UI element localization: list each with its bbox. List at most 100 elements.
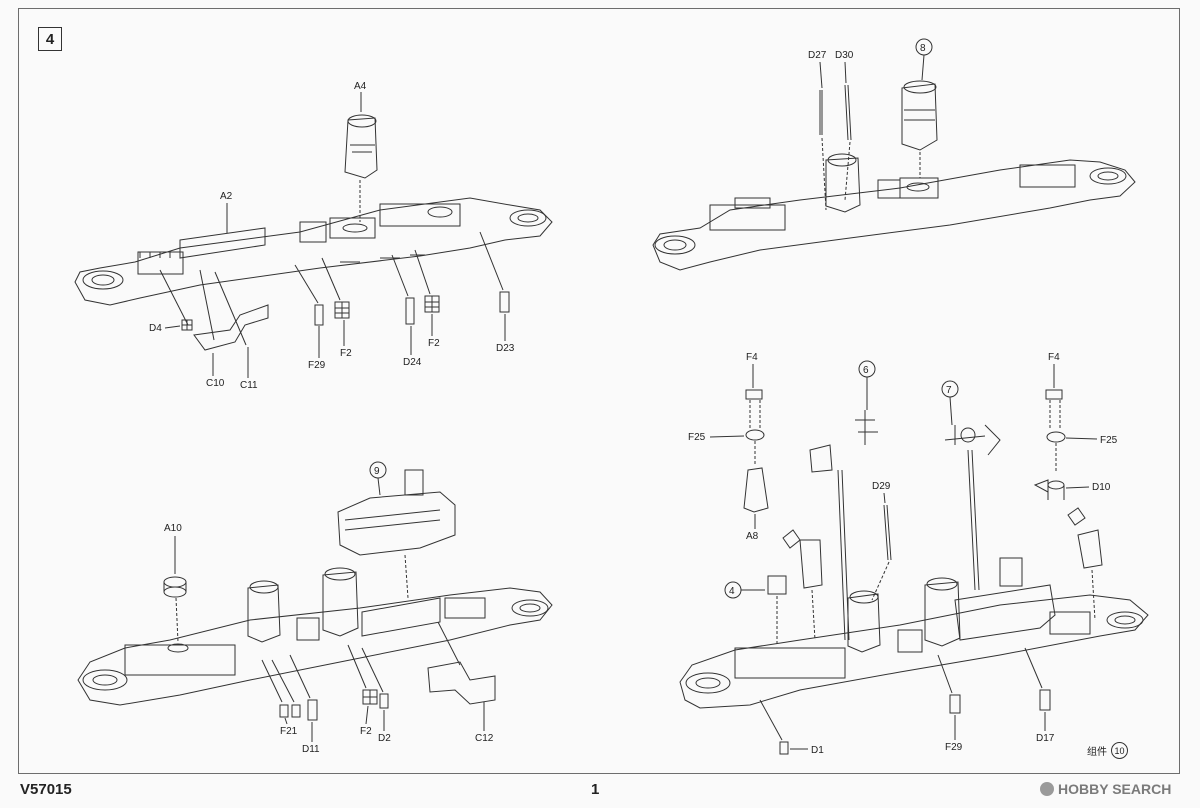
label-d11: D11	[302, 744, 320, 755]
hull-section	[679, 594, 1149, 709]
page-frame	[18, 8, 1180, 774]
part-d17	[1039, 689, 1051, 711]
part-c10-c11	[193, 304, 269, 351]
funnel-aft-opening	[906, 182, 930, 192]
label-d1: D1	[811, 745, 824, 756]
step-number: 4	[38, 27, 62, 51]
mount-ring-a10	[167, 643, 189, 653]
forward-superstructure	[124, 644, 236, 676]
part-f25-b	[1046, 431, 1066, 443]
funnel-aft-base	[899, 177, 939, 199]
aft-mast-yards	[944, 425, 986, 445]
label-f29: F29	[945, 742, 963, 753]
gun-mount-inner-left	[92, 674, 118, 686]
funnel-aft	[924, 581, 961, 647]
deckhouse	[296, 617, 320, 641]
gun-mount-inner-left	[663, 239, 687, 251]
part-a10-top	[163, 576, 187, 588]
panel-bottom-right: 6 7 D29 F4 F25 A8 4	[679, 352, 1149, 756]
leader-7	[949, 396, 953, 426]
leader-f2	[365, 705, 369, 725]
arrow-f2-b	[414, 249, 431, 295]
part-c12	[427, 661, 496, 705]
radar-dish	[809, 444, 833, 473]
arrow-d17	[1024, 647, 1043, 689]
part-f4-b	[1045, 389, 1063, 400]
funnel-forward	[847, 593, 881, 653]
aft-mast-antenna	[984, 424, 1001, 456]
part-a8	[743, 467, 769, 513]
callout-4-number: 4	[729, 586, 735, 597]
guide-d27	[821, 137, 827, 211]
gun-mount-ring-right	[511, 599, 549, 617]
aft-deck-platform	[361, 597, 441, 637]
arrow-d4	[159, 269, 189, 326]
part-d10-fin	[1033, 479, 1049, 493]
arrow-indicator-right	[1067, 507, 1086, 526]
bridge-deck	[379, 203, 461, 227]
arrow-f29	[937, 654, 953, 694]
part-d30	[844, 84, 852, 141]
arrow-f2	[347, 644, 367, 689]
part-a2-deck	[179, 227, 266, 259]
part-f2-b-grid	[425, 296, 439, 312]
guide-f4-b	[1049, 400, 1061, 428]
arrow-f29	[294, 264, 319, 304]
arrow-f21	[261, 659, 295, 703]
part-f21-b	[291, 704, 301, 718]
bridge-director	[999, 557, 1023, 587]
funnel-aft	[322, 571, 359, 637]
arrow-d24	[391, 254, 409, 297]
main-mast	[837, 469, 850, 641]
label-f25-b: F25	[1100, 435, 1118, 446]
part-d4-grid	[182, 320, 192, 330]
label-f21: F21	[280, 726, 298, 737]
guide-director-right	[1091, 569, 1096, 621]
label-d27: D27	[808, 50, 827, 61]
callout-7-number: 7	[946, 385, 952, 396]
label-c11: C11	[240, 380, 258, 391]
guide-a10	[175, 597, 179, 643]
watermark-logo-icon	[1040, 782, 1054, 796]
label-d24: D24	[403, 357, 422, 368]
gun-mount-ring-left	[685, 672, 731, 694]
arrow-c12	[437, 621, 461, 666]
arrow-d11	[289, 654, 311, 699]
leader-f25-a	[709, 435, 745, 438]
guide-d30	[844, 141, 851, 201]
callout-8-number: 8	[920, 43, 926, 54]
part-d27	[819, 90, 823, 135]
label-d30: D30	[835, 50, 854, 61]
page-number: 1	[591, 781, 600, 798]
leader-8	[921, 54, 925, 81]
funnel-aft-top	[324, 567, 356, 581]
part-f2-grid	[363, 690, 377, 704]
callout-9-number: 9	[374, 466, 380, 477]
leader-d27	[819, 61, 823, 89]
label-f25-a: F25	[688, 432, 706, 443]
label-d29: D29	[872, 481, 891, 492]
leader-f21	[284, 717, 288, 725]
assembly-tag: 组件 10	[1087, 742, 1128, 759]
guide-bridge	[404, 554, 409, 599]
label-a2: A2	[220, 191, 233, 202]
arrow-d23	[479, 231, 504, 291]
product-code: V57015	[20, 781, 72, 798]
gun-mount-inner-right	[519, 603, 541, 613]
aft-deckhouse	[444, 597, 486, 619]
label-d4: D4	[149, 323, 162, 334]
arrow-d1	[759, 699, 783, 741]
guide-f4-a	[749, 400, 761, 428]
deckhouse-b	[299, 221, 327, 243]
label-d23: D23	[496, 343, 515, 354]
part-d24	[405, 297, 415, 325]
funnel-a4-top	[347, 114, 377, 128]
deckhouse	[897, 629, 923, 653]
part-f25-a	[745, 429, 765, 441]
panel-top-left: A4 A2 D4 C10 C11 F29 F2 D24 F2	[74, 81, 553, 391]
gun-mount-inner-left	[695, 677, 721, 689]
funnel-aft-top	[926, 577, 958, 591]
hull-section	[77, 587, 553, 706]
callout-6-number: 6	[863, 365, 869, 376]
gun-mount-ring-right	[509, 209, 547, 227]
